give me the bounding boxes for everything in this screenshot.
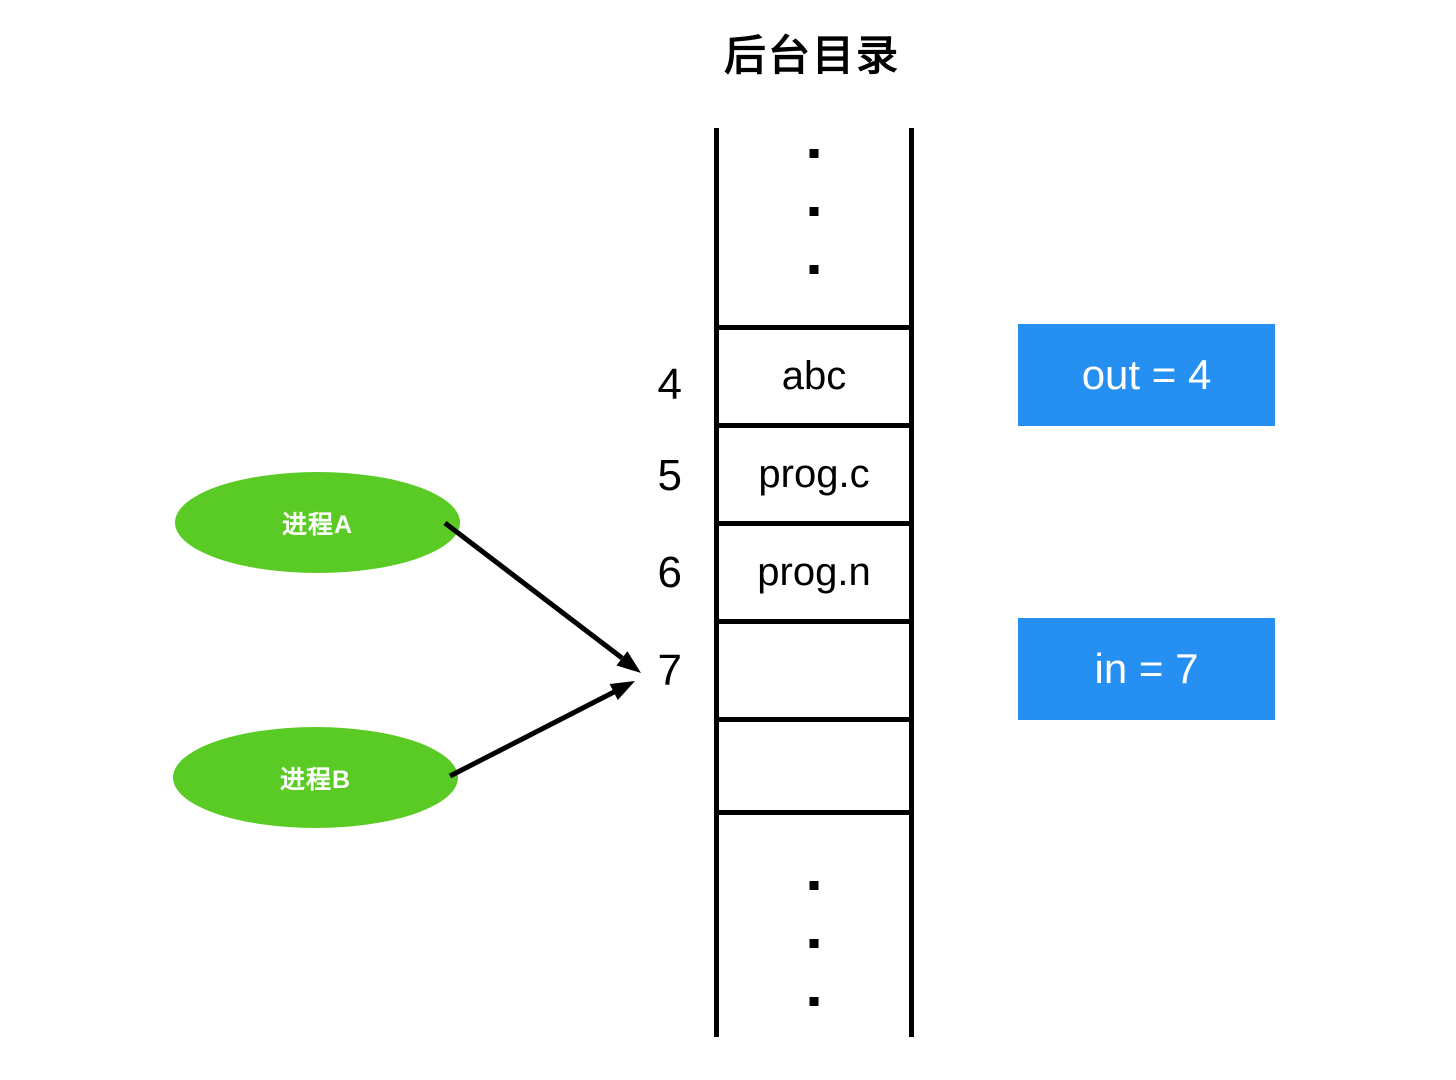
directory-row-4: abc	[714, 325, 914, 423]
ellipsis-dot	[809, 265, 819, 274]
ellipsis-dot	[809, 881, 819, 890]
directory-row-8	[714, 717, 914, 815]
page-title: 后台目录	[723, 32, 900, 79]
process-b-ellipse: 进程B	[173, 727, 458, 828]
directory-row-6: prog.n	[714, 521, 914, 619]
process-b-label: 进程B	[279, 765, 352, 794]
process-a-ellipse: 进程A	[175, 472, 460, 573]
ellipsis-dot	[809, 149, 819, 158]
out-pointer-label: out = 4	[1081, 351, 1212, 398]
row-index-label-4: 4	[657, 360, 682, 409]
row-index-label-5: 5	[657, 451, 682, 500]
vertical-ellipsis-icon	[809, 881, 819, 1006]
directory-row-7	[714, 619, 914, 717]
ellipsis-dot	[809, 939, 819, 948]
ellipsis-dot	[809, 997, 819, 1006]
ellipsis-dot	[809, 207, 819, 216]
directory-bottom-section	[714, 815, 914, 1037]
spool-directory-table: abc prog.c prog.n	[714, 325, 914, 815]
directory-top-section	[714, 128, 914, 325]
in-pointer-badge: in = 7	[1018, 618, 1275, 720]
vertical-ellipsis-icon	[809, 149, 819, 274]
process-a-label: 进程A	[281, 510, 354, 539]
row-index-label-7: 7	[657, 646, 682, 695]
process-b-arrow	[448, 681, 635, 779]
directory-row-5: prog.c	[714, 423, 914, 521]
out-pointer-badge: out = 4	[1018, 324, 1275, 426]
row-index-label-6: 6	[657, 548, 682, 597]
in-pointer-label: in = 7	[1094, 645, 1199, 692]
